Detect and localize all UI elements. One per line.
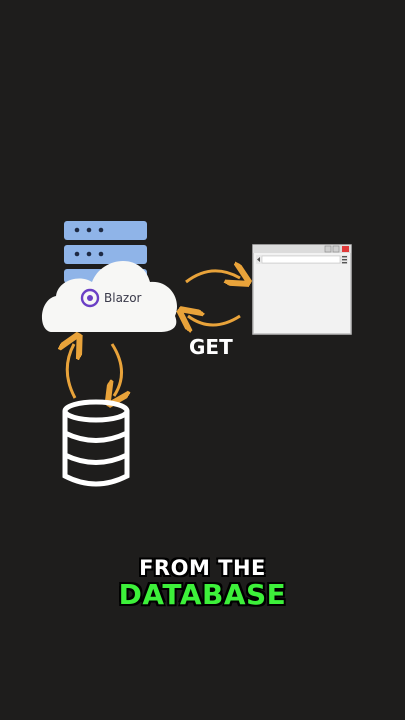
request-label: GET xyxy=(189,335,233,359)
cloud-icon xyxy=(41,260,178,332)
caption-line-2: DATABASE xyxy=(118,578,287,611)
result-arrow-icon xyxy=(112,343,122,396)
query-arrow-icon xyxy=(67,344,75,399)
request-arrow-icon xyxy=(185,271,240,282)
database-icon xyxy=(62,399,130,487)
caption-line-1: FROM THE xyxy=(139,556,266,580)
blazor-logo-icon xyxy=(80,288,100,308)
server-label: Blazor xyxy=(104,291,142,305)
response-arrow-icon xyxy=(188,316,241,325)
browser-window-icon xyxy=(252,244,352,335)
